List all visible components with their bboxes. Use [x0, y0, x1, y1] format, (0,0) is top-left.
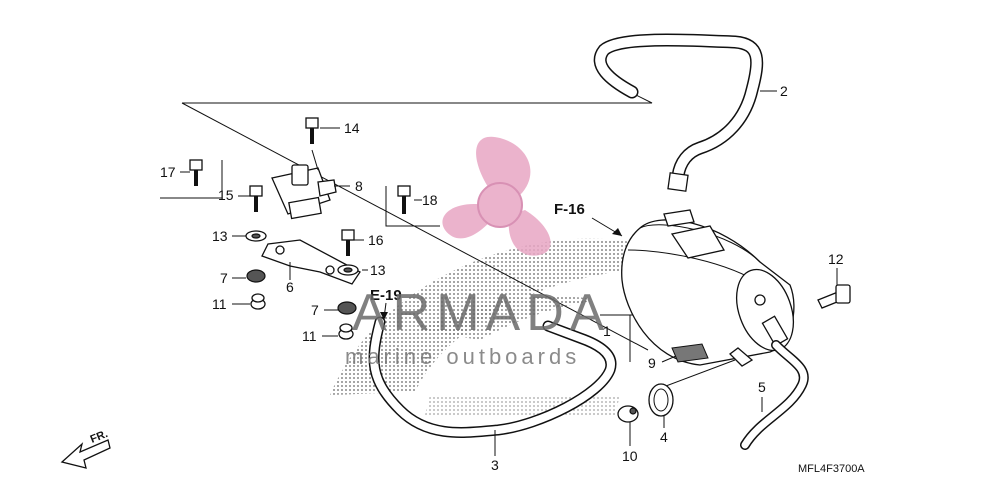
label-part-15: 15: [218, 187, 234, 203]
watermark-tagline: marine outboards: [345, 344, 580, 369]
label-part-1: 1: [603, 323, 611, 339]
bolt-part-17: [160, 159, 223, 199]
label-part-11b: 11: [302, 328, 317, 344]
grommet-part-13a: [245, 230, 267, 242]
label-part-14: 14: [344, 120, 360, 136]
label-part-5: 5: [758, 379, 766, 395]
grommet-part-7a: [246, 269, 266, 283]
label-part-8: 8: [355, 178, 363, 194]
front-marker: FR.: [60, 428, 111, 469]
label-part-3: 3: [491, 457, 499, 473]
bolt-part-15: [249, 185, 263, 212]
bolt-part-18: [385, 185, 440, 227]
part-labels: 1 2 3 4 5 6 7 7 8 9 10 11 11 12 13 13 14…: [160, 83, 844, 473]
diagram-code: MFL4F3700A: [798, 463, 865, 475]
label-part-13b: 13: [370, 262, 386, 278]
grommet-part-13b: [337, 264, 359, 276]
collar-part-11a: [250, 293, 266, 310]
label-part-13a: 13: [212, 228, 228, 244]
hose-part-3: [368, 316, 617, 456]
pad-part-9: [661, 343, 709, 363]
reference-f16: F-16: [554, 201, 585, 218]
bolt-part-12: [817, 268, 851, 309]
solenoid-valve-part-8: [271, 164, 350, 220]
bolt-part-16: [341, 229, 364, 256]
label-part-7a: 7: [220, 270, 228, 286]
label-part-17: 17: [160, 164, 176, 180]
hose-part-2: [593, 33, 777, 192]
clip-part-10: [617, 405, 639, 446]
reference-callouts: F-16 E-19: [370, 201, 623, 320]
grommet-part-7b: [337, 301, 357, 315]
label-part-6: 6: [286, 279, 294, 295]
label-part-2: 2: [780, 83, 788, 99]
armada-watermark: ARMADA marine outboards: [345, 284, 610, 369]
label-part-9: 9: [648, 355, 656, 371]
label-part-16: 16: [368, 232, 384, 248]
label-part-18: 18: [422, 192, 438, 208]
leader-lines: [180, 149, 422, 337]
bolt-part-14: [305, 117, 340, 144]
canister-part-1: [621, 209, 795, 367]
label-part-12: 12: [828, 251, 844, 267]
collar-part-11b: [338, 323, 354, 340]
label-part-11a: 11: [212, 296, 227, 312]
watermark-brand: ARMADA: [352, 284, 610, 342]
reference-e19: E-19: [370, 287, 402, 304]
label-part-10: 10: [622, 448, 638, 464]
label-part-7b: 7: [311, 302, 319, 318]
valve-part-4: [648, 383, 674, 428]
armada-logo: [442, 136, 551, 256]
bracket-part-6: [261, 239, 361, 285]
tube-part-5: [740, 340, 809, 450]
label-part-4: 4: [660, 429, 668, 445]
